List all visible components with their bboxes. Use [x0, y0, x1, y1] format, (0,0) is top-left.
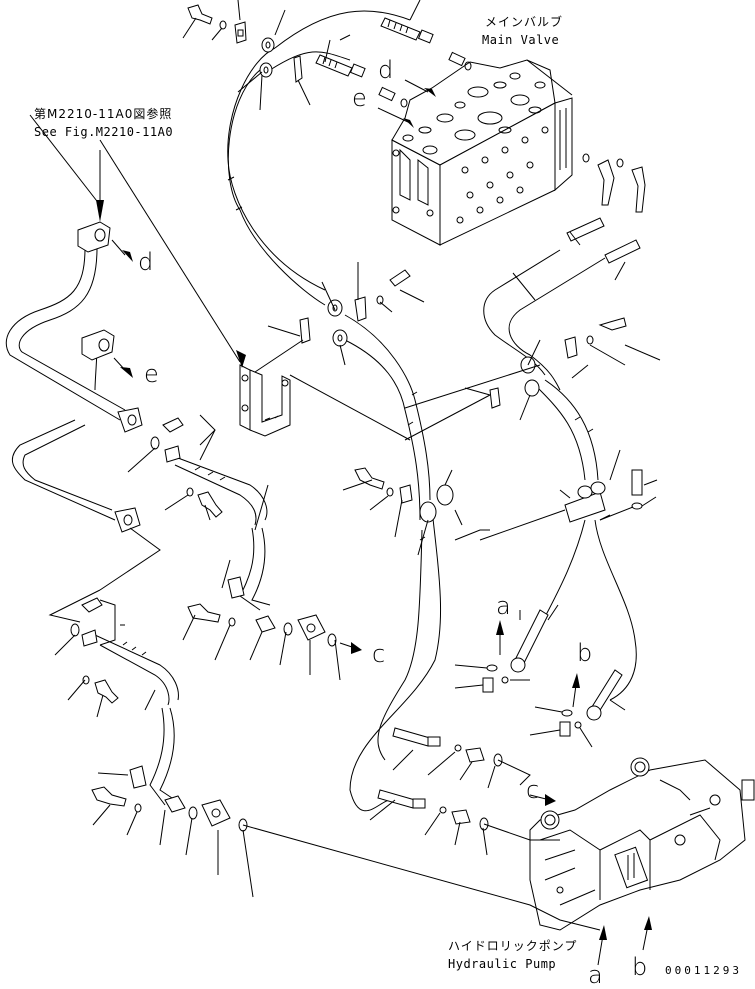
hose-right[interactable]: [484, 218, 640, 700]
hose-middle[interactable]: [328, 300, 453, 811]
see-fig-label-en[interactable]: See Fig.M2210-11A0: [34, 125, 174, 139]
steel-pipe-upper[interactable]: [6, 222, 142, 432]
valve-side-details: [393, 108, 566, 223]
arrows: [96, 80, 652, 965]
hose-upper[interactable]: [228, 11, 433, 305]
marker-c-flange: c: [372, 640, 386, 668]
marker-d-pipe: d: [138, 248, 154, 276]
hose-pump-connectors[interactable]: [378, 728, 502, 830]
main-valve-label-en: Main Valve: [482, 33, 560, 47]
hydraulic-pump[interactable]: [530, 758, 754, 930]
marker-e-valve: e: [352, 84, 367, 112]
bracket[interactable]: [240, 365, 290, 436]
hose-fittings-ab[interactable]: [483, 610, 622, 736]
arrow-see-fig: [96, 200, 104, 222]
hose-lower-left[interactable]: [95, 455, 270, 805]
main-valve-label-jp: メインバルブ: [485, 15, 564, 29]
marker-e-pipe: e: [144, 360, 159, 388]
marker-a-fitting: a: [496, 592, 511, 620]
valve-fittings[interactable]: [379, 52, 645, 212]
hydraulic-pump-label-en: Hydraulic Pump: [448, 957, 557, 971]
marker-b-fitting: b: [577, 639, 593, 667]
main-valve[interactable]: [392, 60, 572, 245]
right-clamp-parts[interactable]: [565, 318, 642, 522]
document-number: 00011293: [665, 964, 742, 977]
see-fig-label-jp: 第M2210-11A0図参照: [34, 107, 173, 121]
mid-clamp-parts[interactable]: [300, 270, 500, 503]
top-bolt-washer-clamp[interactable]: [188, 5, 302, 82]
marker-b-pump: b: [632, 953, 648, 981]
left-small-parts[interactable]: [71, 418, 336, 831]
steel-pipe-lower[interactable]: [12, 330, 140, 532]
marker-d-valve: d: [378, 56, 394, 84]
marker-a-pump: a: [588, 961, 603, 989]
leader-lines: [30, 0, 660, 930]
marker-c-pump: c: [526, 776, 540, 804]
valve-port-holes: [403, 73, 545, 154]
hydraulic-pump-label-jp: ハイドロリックポンプ: [448, 939, 578, 953]
